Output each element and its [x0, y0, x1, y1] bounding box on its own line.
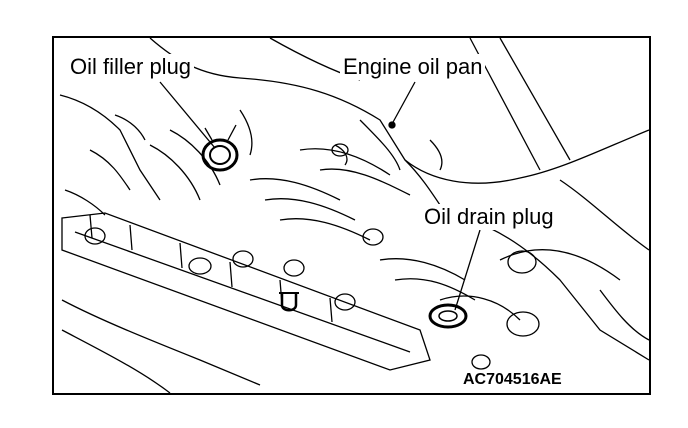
leader-lines — [159, 81, 481, 311]
leader-dot-engine-oil-pan — [388, 121, 396, 129]
engine-line-art — [59, 37, 650, 394]
leader-oil-filler-plug — [159, 81, 216, 149]
oil-drain-plug-label: Oil drain plug — [421, 204, 557, 230]
leader-oil-drain-plug — [454, 229, 481, 311]
oil-filler-plug-label: Oil filler plug — [67, 54, 195, 80]
engine-oil-pan-label: Engine oil pan — [340, 54, 486, 80]
leader-engine-oil-pan — [391, 81, 416, 125]
figure-code: AC704516AE — [460, 370, 565, 390]
figure-frame — [52, 36, 651, 395]
